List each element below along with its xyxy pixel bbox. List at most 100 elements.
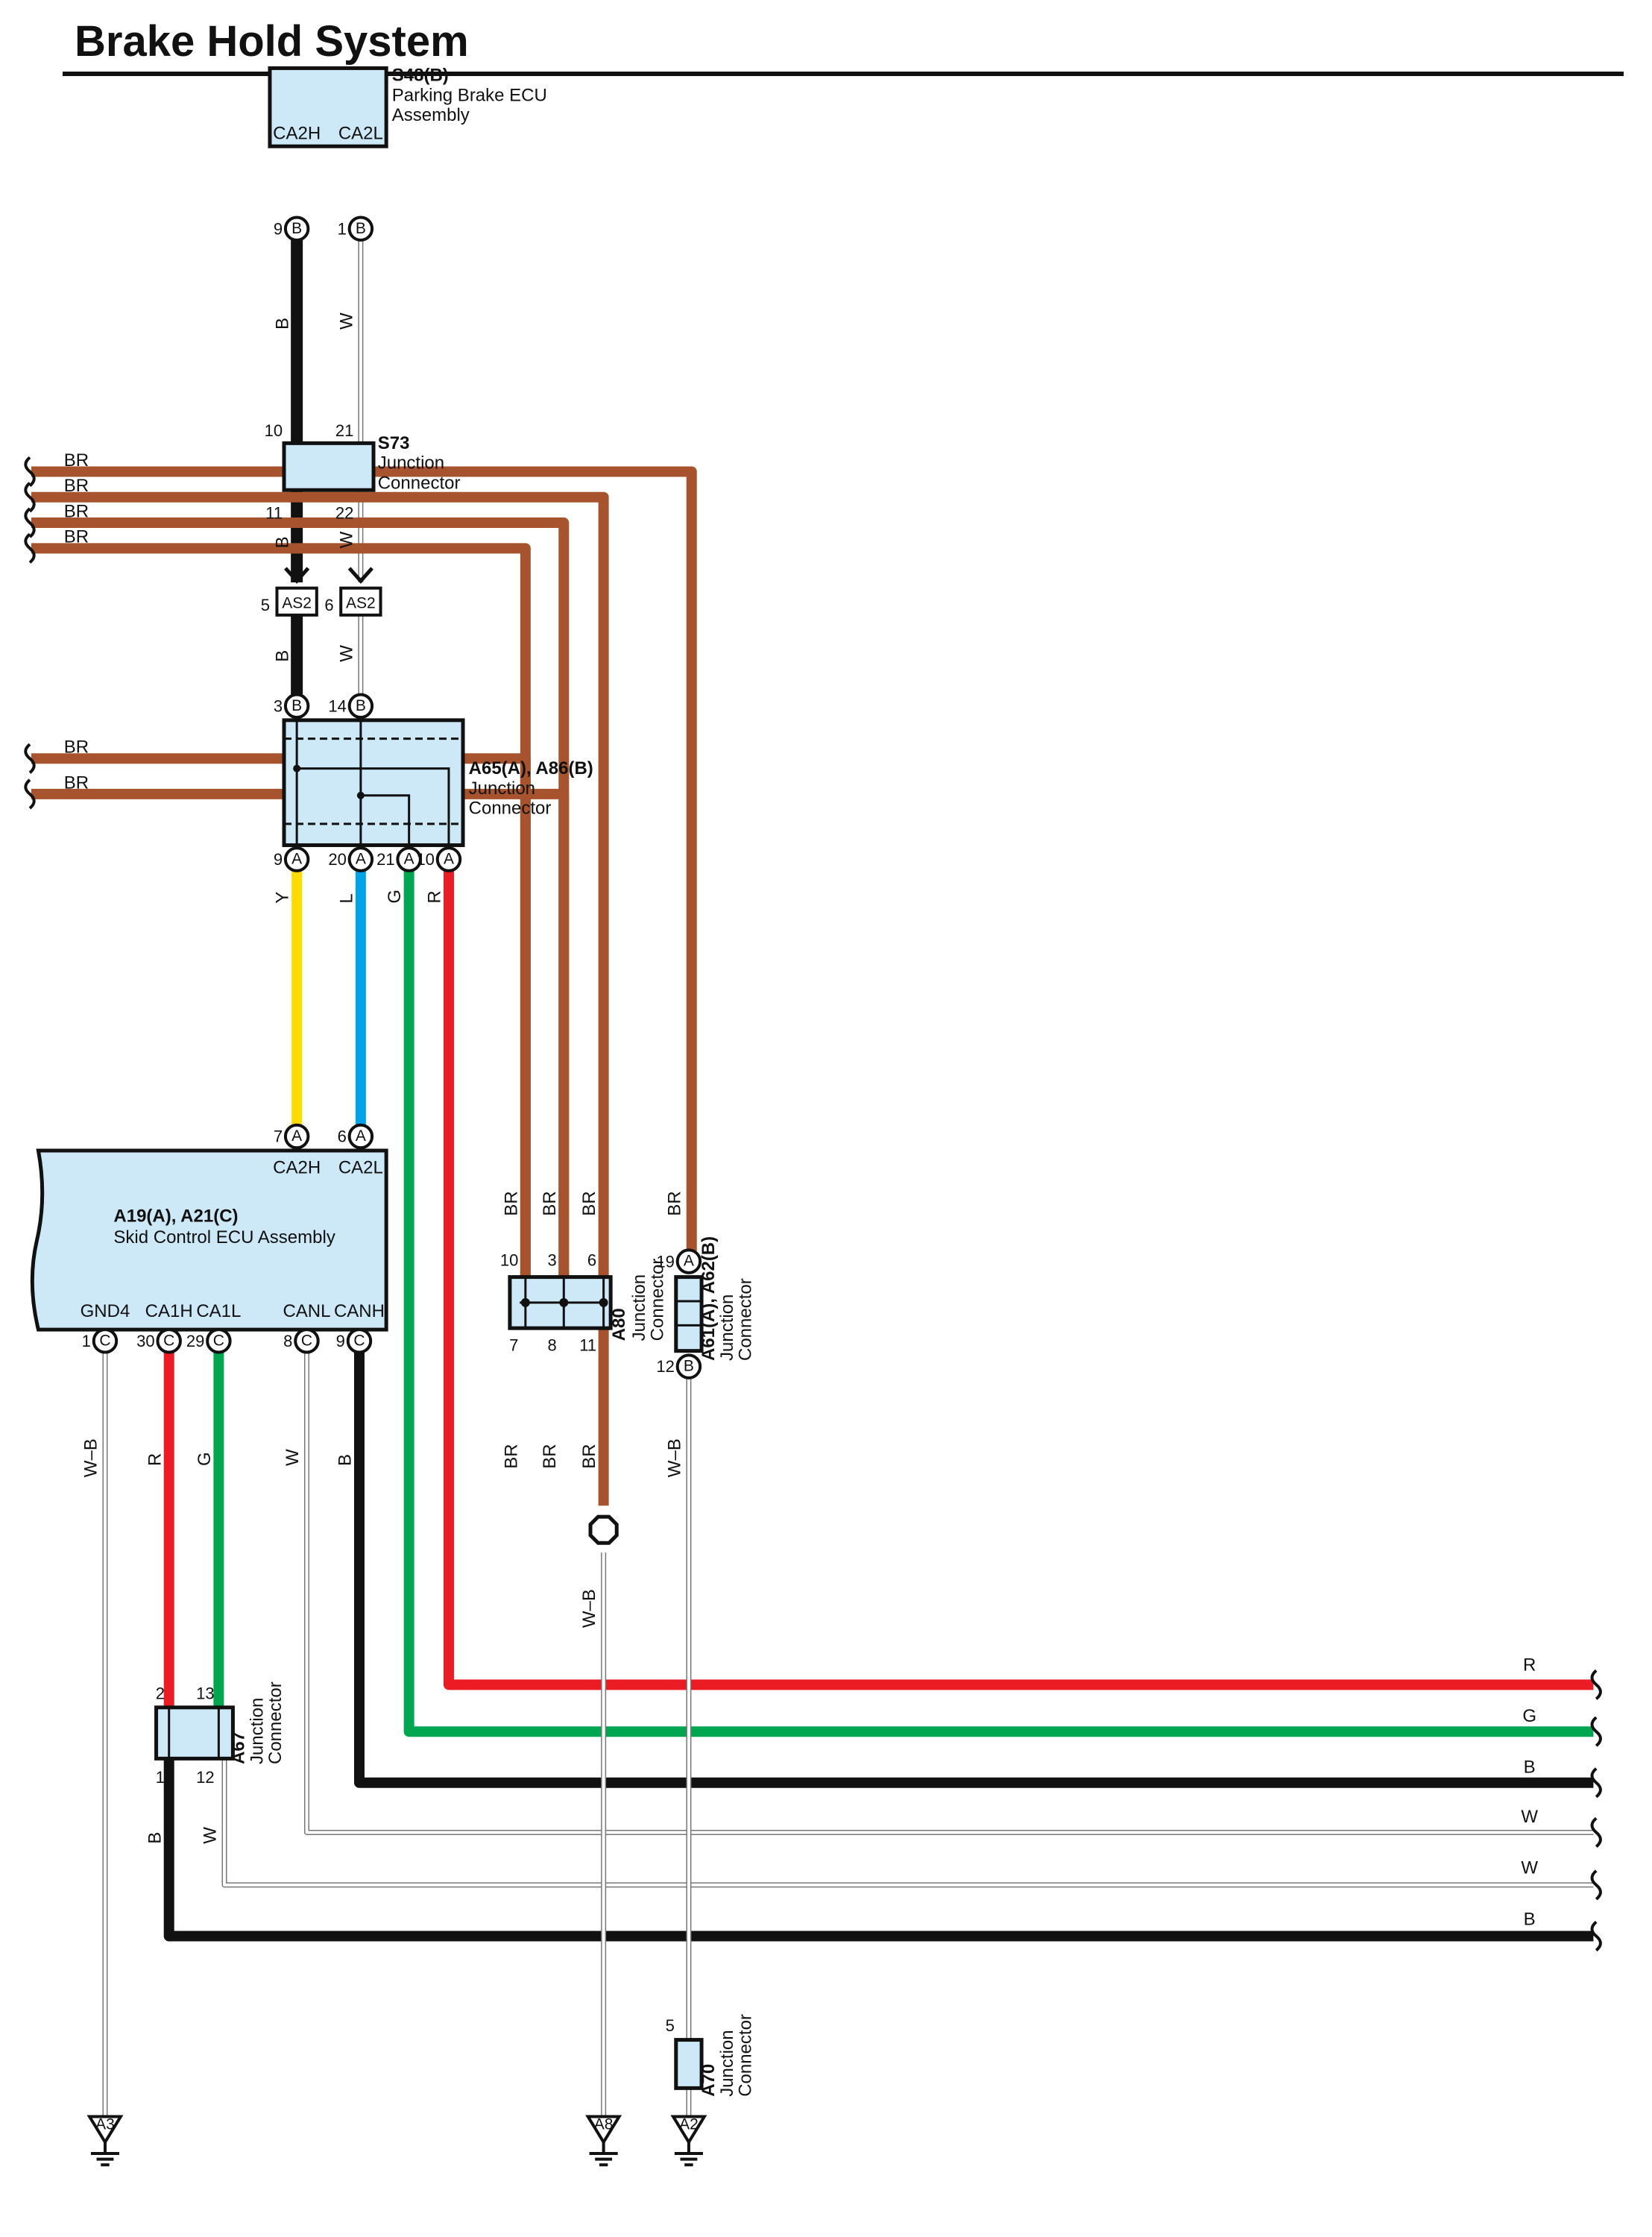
squiggle-left-0 [24,456,36,488]
label-a67-id: A67 [229,1731,249,1764]
pin-a80-b2: 11 [579,1336,596,1355]
wire-br-5 [31,753,531,1327]
pin-a19-b2: 29 [186,1332,204,1350]
terminal-a65-b1-letter: A [356,851,366,868]
terminal-a65-14 [347,693,374,720]
ground-a8-label: A8 [594,2116,614,2133]
term-s48-ca2l: CA2L [338,124,383,144]
terminal-a65-14-letter: B [356,697,366,714]
pin-a65-b0: 9 [274,850,283,869]
label-a61-name-2: Connector [736,1278,756,1361]
octagon-splice [588,1514,619,1545]
wl-a19-bottom-0: W–B [81,1438,101,1477]
a65-bus-2 [297,767,450,846]
terminal-a19-7-letter: A [291,1127,302,1145]
wl-right-1: G [1522,1706,1536,1726]
term-a19-b1: CA1H [145,1301,193,1321]
pin-a80-t0: 10 [500,1250,518,1269]
wl-a65-out-1: L [336,893,356,903]
squiggle-right-0 [1590,1669,1602,1700]
component-a70 [674,2038,704,2090]
squiggle-left-2 [24,507,36,538]
ground-a2-label: A2 [679,2116,699,2133]
wl-a19-bottom-4: B [335,1454,356,1466]
title-rule [63,72,1624,76]
label-a65-name-2: Connector [469,799,552,819]
squiggle-right-1 [1590,1716,1602,1747]
component-s48 [268,66,388,148]
as2-arrow-right [347,567,373,584]
pin-a80-b1: 8 [548,1336,557,1355]
squiggle-left-3 [24,532,36,564]
terminal-a19-b3 [294,1328,320,1354]
wire-b-canh [353,1349,1594,1788]
wl-a65-out-2: G [385,890,405,904]
wl-a80-top-2: BR [579,1191,599,1215]
pin-a65-3: 3 [274,696,283,715]
label-a19-name: Skid Control ECU Assembly [113,1227,335,1248]
wl-right-0: R [1523,1655,1536,1675]
label-s73-id: S73 [378,433,410,453]
as2-arrow-left [284,567,310,584]
label-as2-left: AS2 [282,594,312,611]
terminal-a19-b0-letter: C [99,1332,110,1349]
ground-a3-label: A3 [95,2116,115,2133]
wl-a65-out-3: R [425,890,445,903]
squiggle-left-5 [24,778,36,810]
pin-as2-right: 6 [324,596,333,614]
pin-a19-b4: 9 [336,1332,345,1350]
wl-s48-b: B [273,318,293,330]
terminal-a65-b0 [283,846,310,872]
pin-a67-1: 1 [156,1768,165,1787]
terminal-a65-b0-letter: A [291,851,302,868]
label-a61-id: A61(A), A62(B) [699,1236,719,1361]
label-a70-name-1: Junction [717,2030,737,2096]
squiggle-right-5 [1590,1920,1602,1952]
wire-br-6 [31,788,570,1327]
label-s48-name-1: Parking Brake ECU [392,85,547,105]
wl-a67-w: W [201,1827,221,1844]
terminal-s48-1-letter: B [356,220,366,237]
wl-s73-b: B [273,536,293,548]
squiggle-left-4 [24,743,36,774]
squiggle-left-1 [24,482,36,513]
terminal-s48-1 [347,215,374,242]
terminal-a19-b1 [156,1328,182,1354]
label-s48-id: S48(B) [392,66,449,86]
wl-a80-top-1: BR [540,1191,560,1215]
label-s73-name-1: Junction [378,453,444,473]
pin-a70-5: 5 [666,2016,675,2035]
component-a19 [30,1148,388,1332]
terminal-a61-19 [675,1248,702,1274]
pin-a65-b3: 10 [416,850,434,869]
wl-a61-bottom: W–B [664,1438,684,1477]
wl-left-br-0: BR [64,450,89,471]
wire-br-1 [31,466,697,1253]
pin-a67-12: 12 [196,1768,214,1787]
wl-as2-w: W [336,645,356,662]
wl-a80-bottom-2: BR [579,1444,599,1468]
terminal-a19-b4-letter: C [353,1332,365,1349]
a80-splice-2 [599,1297,608,1307]
pin-a61-19: 19 [656,1252,674,1271]
pin-a80-b0: 7 [509,1336,518,1355]
pin-a80-t1: 3 [548,1250,557,1269]
ground-a3 [86,2115,124,2145]
pin-a65-14: 14 [328,696,346,715]
wl-a80-top-0: BR [501,1191,521,1215]
wl-right-4: W [1521,1858,1538,1878]
wl-right-2: B [1524,1757,1536,1777]
wl-a80-ground: W–B [579,1589,599,1628]
terminal-a19-6-letter: A [356,1127,366,1145]
terminal-a19-6 [347,1123,374,1150]
terminal-a61-12 [675,1353,702,1379]
pin-s48-9: 9 [274,219,283,238]
a80-splice-1 [559,1297,569,1307]
pin-s73-10: 10 [265,421,283,440]
wl-left-br-1: BR [64,476,89,496]
terminal-a19-b1-letter: C [163,1332,174,1349]
wl-a80-bottom-1: BR [540,1444,560,1468]
label-as2-right: AS2 [346,594,376,611]
wire-g [403,869,1594,1737]
